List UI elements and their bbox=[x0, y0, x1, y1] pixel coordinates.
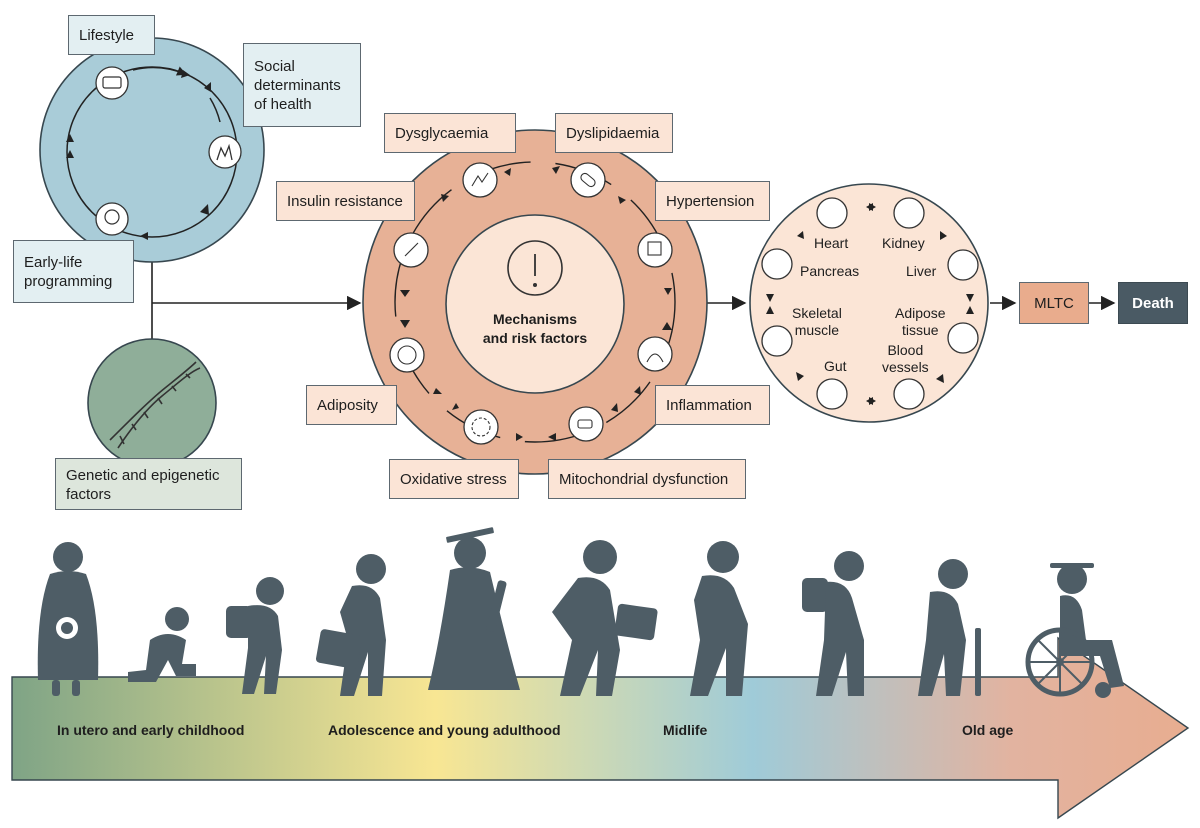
dna-icon bbox=[109, 361, 201, 449]
adipose-line-2: tissue bbox=[902, 322, 939, 338]
stage-early-childhood: In utero and early childhood bbox=[57, 722, 245, 738]
label-lifestyle: Lifestyle bbox=[68, 15, 155, 55]
dyslipidaemia-icon bbox=[570, 162, 606, 198]
mechanisms-center-title: Mechanisms and risk factors bbox=[450, 310, 620, 348]
stage-midlife: Midlife bbox=[663, 722, 708, 738]
label-mitochondrial-dysfunction: Mitochondrial dysfunction bbox=[548, 459, 746, 499]
label-death: Death bbox=[1118, 282, 1188, 324]
label-mltc: MLTC bbox=[1019, 282, 1089, 324]
mitochondrial-icon bbox=[568, 406, 604, 442]
label-social-determinants: Social determinants of health bbox=[243, 43, 361, 127]
genetic-line-1: Genetic and epigenetic bbox=[66, 467, 220, 484]
student-icon bbox=[316, 554, 386, 696]
adipose-line-1: Adipose bbox=[895, 305, 946, 321]
label-dyslipidaemia: Dyslipidaemia bbox=[555, 113, 673, 153]
organ-heart: Heart bbox=[814, 235, 849, 251]
midlife-walker-icon bbox=[690, 541, 748, 696]
early-line-2: programming bbox=[24, 273, 113, 290]
organ-kidney: Kidney bbox=[882, 235, 925, 251]
label-insulin-resistance: Insulin resistance bbox=[276, 181, 415, 221]
blood-line-1: Blood bbox=[887, 342, 924, 358]
heart-icon bbox=[816, 197, 848, 229]
oxidative-stress-icon bbox=[463, 409, 499, 445]
stage-old-age: Old age bbox=[962, 722, 1014, 738]
social-line-1: Social bbox=[254, 58, 295, 75]
center-line-1: Mechanisms bbox=[492, 311, 578, 327]
genetics-circle bbox=[87, 338, 217, 468]
social-line-3: of health bbox=[254, 96, 312, 113]
skeletal-line-1: Skeletal bbox=[792, 305, 842, 321]
warning-icon bbox=[507, 240, 563, 296]
adult-briefcase-icon bbox=[552, 540, 658, 696]
organs-circle bbox=[749, 183, 989, 423]
crawling-child-icon bbox=[128, 607, 196, 682]
skeletal-muscle-icon bbox=[761, 325, 793, 357]
life-course-arrow bbox=[11, 636, 1190, 820]
label-early-life-programming: Early-life programming bbox=[13, 240, 134, 303]
gut-icon bbox=[816, 378, 848, 410]
label-hypertension: Hypertension bbox=[655, 181, 770, 221]
organ-gut: Gut bbox=[824, 358, 847, 374]
skeletal-line-2: muscle bbox=[794, 322, 840, 338]
label-dysglycaemia: Dysglycaemia bbox=[384, 113, 516, 153]
blood-vessels-icon bbox=[893, 378, 925, 410]
lifestyle-icon bbox=[95, 66, 129, 100]
social-line-2: determinants bbox=[254, 77, 341, 94]
organ-pancreas: Pancreas bbox=[800, 263, 860, 279]
elderly-cane-icon bbox=[918, 559, 981, 696]
label-oxidative-stress: Oxidative stress bbox=[389, 459, 519, 499]
hypertension-icon bbox=[637, 232, 673, 268]
schoolchild-icon bbox=[226, 577, 284, 694]
kidney-icon bbox=[893, 197, 925, 229]
liver-icon bbox=[947, 249, 979, 281]
organ-blood-vessels: Blood vessels bbox=[882, 342, 929, 376]
adipose-tissue-icon bbox=[947, 322, 979, 354]
organ-adipose-tissue: Adipose tissue bbox=[895, 305, 946, 339]
center-line-2: and risk factors bbox=[482, 330, 588, 346]
blood-line-2: vessels bbox=[882, 359, 929, 375]
label-genetic-epigenetic: Genetic and epigenetic factors bbox=[55, 458, 242, 510]
early-line-1: Early-life bbox=[24, 254, 83, 271]
elderly-stooped-icon bbox=[802, 551, 864, 696]
wheelchair-user-icon bbox=[1025, 563, 1124, 698]
connector-lines bbox=[151, 262, 1116, 340]
graduate-icon bbox=[428, 527, 520, 690]
determinants-circle bbox=[39, 37, 265, 263]
organ-liver: Liver bbox=[906, 263, 937, 279]
mechanisms-circle bbox=[362, 129, 708, 475]
organ-skeletal-muscle: Skeletal muscle bbox=[792, 305, 842, 339]
baby-icon bbox=[95, 202, 129, 236]
pancreas-icon bbox=[761, 248, 793, 280]
stage-adolescence: Adolescence and young adulthood bbox=[328, 722, 561, 738]
social-determinants-icon bbox=[208, 135, 242, 169]
pregnant-woman-icon bbox=[37, 542, 99, 696]
label-inflammation: Inflammation bbox=[655, 385, 770, 425]
genetic-line-2: factors bbox=[66, 486, 112, 503]
label-adiposity: Adiposity bbox=[306, 385, 397, 425]
adiposity-icon bbox=[389, 337, 425, 373]
dysglycaemia-icon bbox=[462, 162, 498, 198]
